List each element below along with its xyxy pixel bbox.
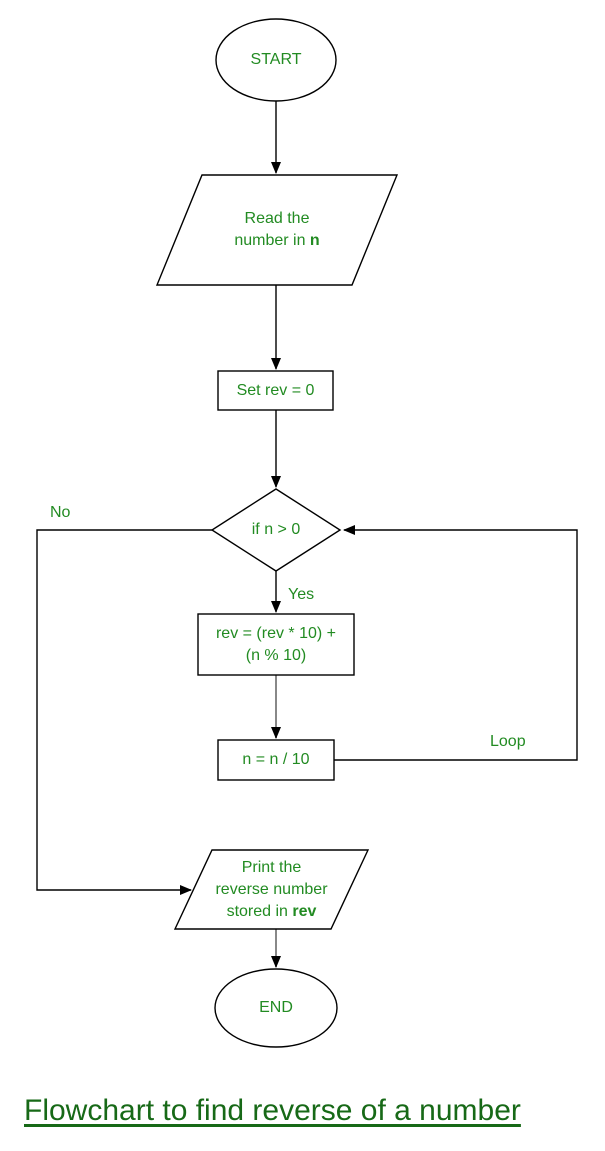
- end-node-shape: [214, 968, 338, 1048]
- start-node-shape: [215, 18, 337, 102]
- read-node-shape: [155, 174, 399, 286]
- set-rev-node-shape: [217, 370, 334, 411]
- condition-node-shape: [210, 488, 342, 572]
- connector-loop-back: [334, 525, 578, 761]
- connector-condition-no-to-print: [36, 529, 212, 895]
- rev-update-node-shape: [197, 613, 355, 676]
- figure-caption: Flowchart to find reverse of a number: [24, 1094, 521, 1127]
- print-node-shape: [173, 849, 370, 930]
- n-update-node-shape: [217, 739, 335, 781]
